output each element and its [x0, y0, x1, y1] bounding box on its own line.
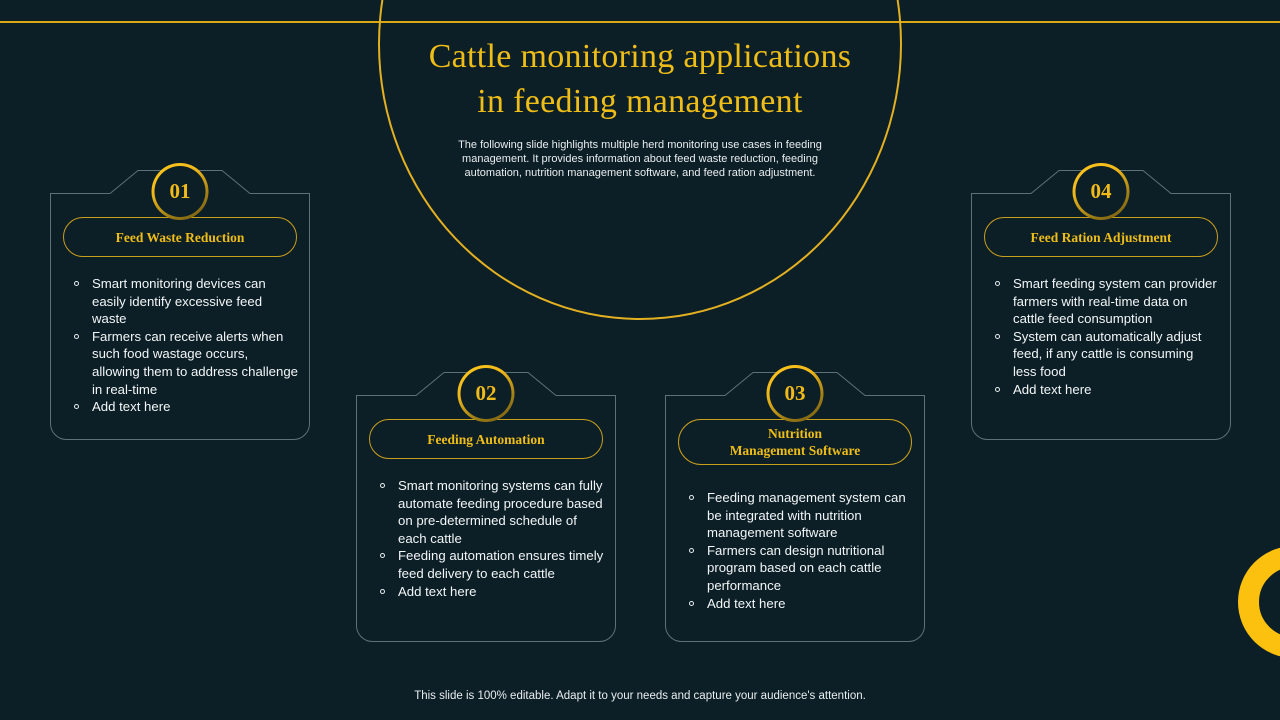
- list-item: Farmers can receive alerts when such foo…: [72, 328, 298, 398]
- card-number: 01: [169, 179, 191, 203]
- card-number: 03: [784, 381, 806, 405]
- list-item: Smart monitoring devices can easily iden…: [72, 275, 298, 328]
- list-item: Add text here: [993, 381, 1219, 399]
- card-outline-shape: [356, 372, 616, 642]
- card-bullet-list: Smart monitoring devices can easily iden…: [72, 275, 298, 416]
- slide-header: Cattle monitoring applications in feedin…: [340, 34, 940, 181]
- list-item: Add text here: [687, 595, 913, 613]
- card-number-badge: 01: [152, 163, 209, 220]
- card-outline-shape: [971, 170, 1231, 440]
- card-title-pill: Feed Ration Adjustment: [984, 217, 1218, 257]
- list-item: Feeding automation ensures timely feed d…: [378, 547, 604, 582]
- list-item: System can automatically adjust feed, if…: [993, 328, 1219, 381]
- page-title-line-1: Cattle monitoring applications: [428, 38, 852, 75]
- card-number: 02: [475, 381, 497, 405]
- slide-subtitle: The following slide highlights multiple …: [458, 139, 822, 180]
- list-item: Farmers can design nutritional program b…: [687, 542, 913, 595]
- card-title: Feed Waste Reduction: [115, 229, 245, 245]
- card-nutrition-management-software[interactable]: 03 Nutrition Management Software Feeding…: [665, 367, 925, 642]
- card-number-badge: 04: [1073, 163, 1130, 220]
- card-number-badge: 02: [458, 365, 515, 422]
- card-number-badge: 03: [767, 365, 824, 422]
- card-title: Feed Ration Adjustment: [1030, 229, 1172, 245]
- card-title-pill: Feed Waste Reduction: [63, 217, 297, 257]
- page-title-line-2: in feeding management: [477, 83, 803, 120]
- card-outline-shape: [50, 170, 310, 440]
- slide-footer-note: This slide is 100% editable. Adapt it to…: [414, 690, 866, 702]
- card-title-pill: Nutrition Management Software: [678, 419, 912, 465]
- list-item: Smart monitoring systems can fully autom…: [378, 477, 604, 547]
- page-title: Cattle monitoring applications in feedin…: [340, 34, 940, 124]
- list-item: Add text here: [72, 398, 298, 416]
- card-title: Feeding Automation: [427, 431, 545, 447]
- card-bullet-list: Smart monitoring systems can fully autom…: [378, 477, 604, 600]
- card-feeding-automation[interactable]: 02 Feeding Automation Smart monitoring s…: [356, 367, 616, 642]
- card-feed-ration-adjustment[interactable]: 04 Feed Ration Adjustment Smart feeding …: [971, 165, 1231, 440]
- card-title-line-1: Nutrition: [767, 426, 822, 441]
- corner-ring-decoration: [1238, 546, 1280, 658]
- card-number: 04: [1090, 179, 1112, 203]
- card-title: Nutrition Management Software: [730, 425, 861, 459]
- list-item: Feeding management system can be integra…: [687, 489, 913, 542]
- card-bullet-list: Smart feeding system can provider farmer…: [993, 275, 1219, 398]
- card-feed-waste-reduction[interactable]: 01 Feed Waste Reduction Smart monitoring…: [50, 165, 310, 440]
- card-bullet-list: Feeding management system can be integra…: [687, 489, 913, 612]
- list-item: Add text here: [378, 583, 604, 601]
- list-item: Smart feeding system can provider farmer…: [993, 275, 1219, 328]
- card-outline-shape: [665, 372, 925, 642]
- card-title-pill: Feeding Automation: [369, 419, 603, 459]
- card-title-line-2: Management Software: [729, 443, 861, 458]
